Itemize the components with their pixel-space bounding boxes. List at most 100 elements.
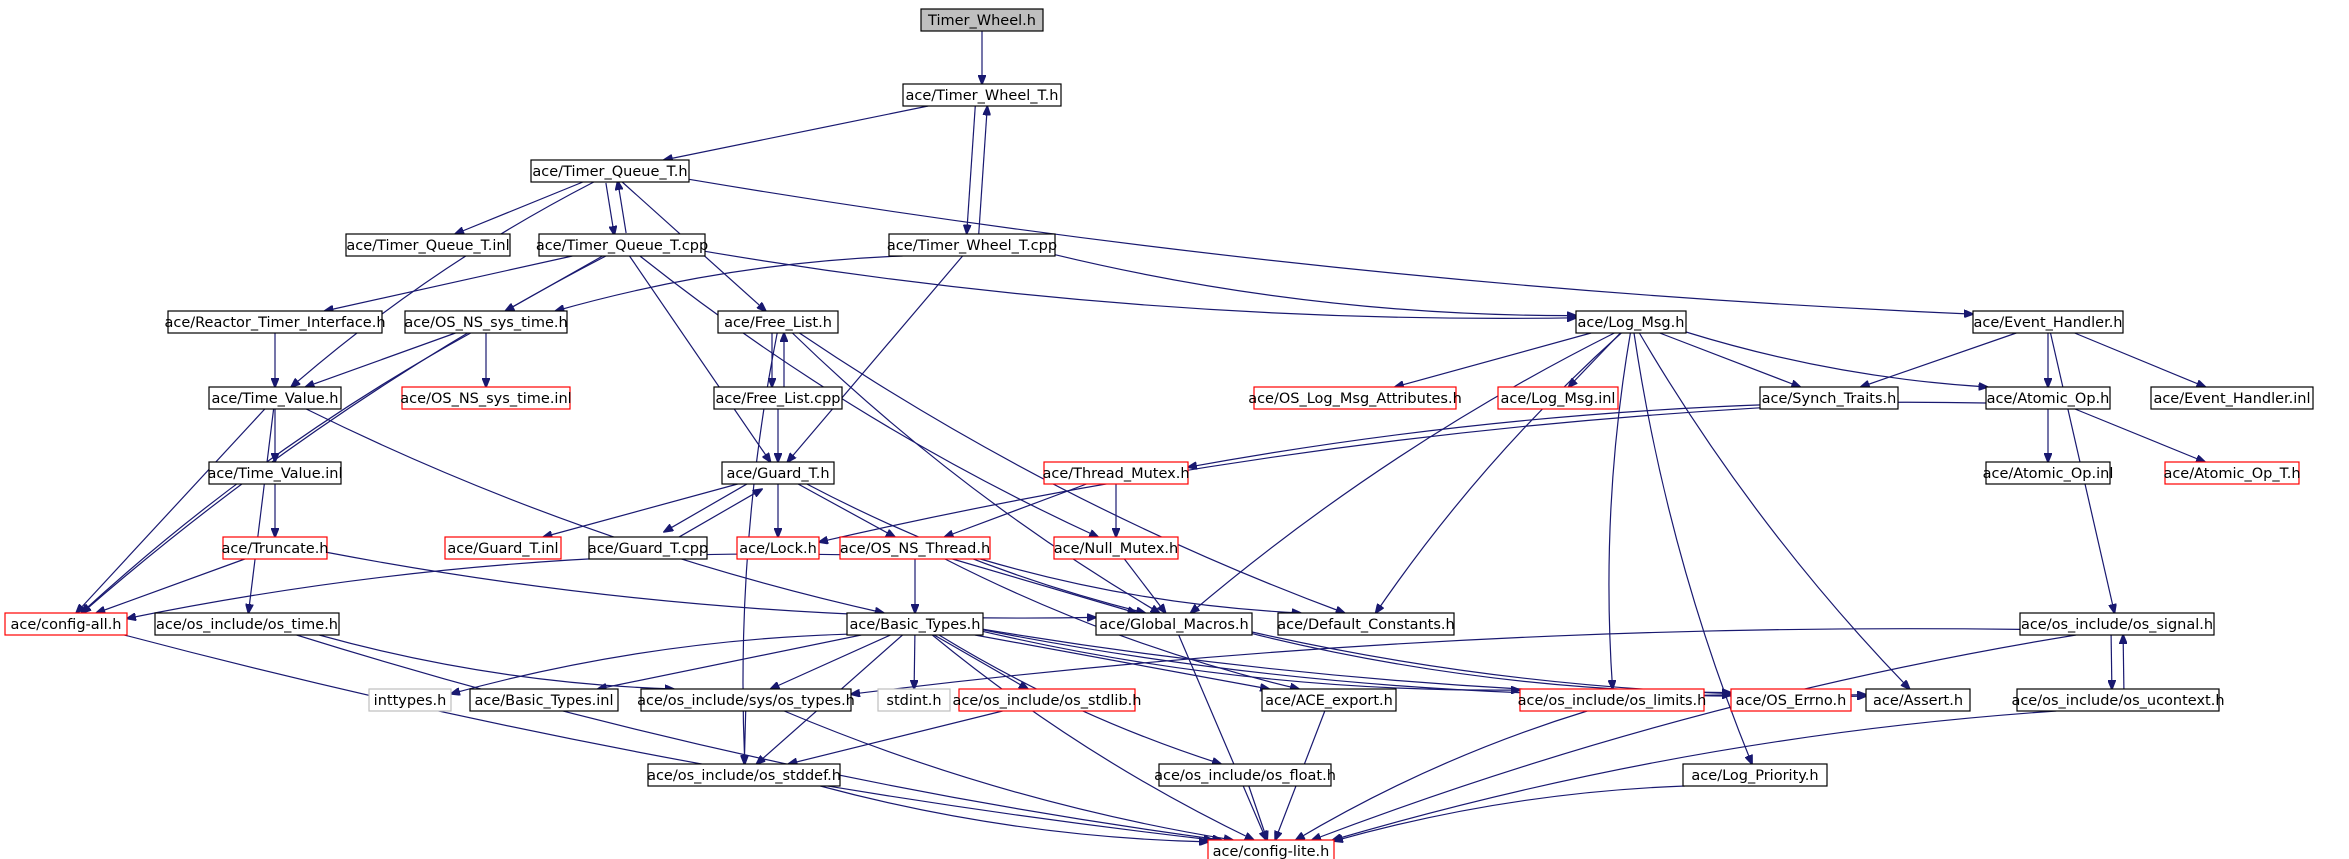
node-label: ace/Basic_Types.h	[850, 617, 981, 633]
edge-os_time_h-to-config_lite_h	[296, 634, 1222, 840]
node-atomic-op-h[interactable]: ace/Atomic_Op.h	[1985, 386, 2111, 410]
node-os-log-msg-attributes-h[interactable]: ace/OS_Log_Msg_Attributes.h	[1248, 386, 1462, 410]
node-label: ace/Timer_Queue_T.inl	[346, 238, 509, 254]
node-label: ace/os_include/os_float.h	[1154, 768, 1336, 784]
node-atomic-op-inl[interactable]: ace/Atomic_Op.inl	[1983, 461, 2114, 485]
node-os-stddef-h[interactable]: ace/os_include/os_stddef.h	[647, 763, 841, 787]
node-box	[877, 688, 951, 712]
node-free-list-h[interactable]: ace/Free_List.h	[717, 310, 839, 334]
node-box	[1095, 612, 1253, 636]
node-os-limits-h[interactable]: ace/os_include/os_limits.h	[1518, 688, 1707, 712]
node-reactor-timer-interface-h[interactable]: ace/Reactor_Timer_Interface.h	[164, 310, 386, 334]
node-config-all-h[interactable]: ace/config-all.h	[4, 612, 128, 636]
node-label: ace/Guard_T.inl	[447, 541, 558, 557]
node-event-handler-inl[interactable]: ace/Event_Handler.inl	[2150, 386, 2314, 410]
edge-timer_wheel_t_h-to-timer_wheel_t_cpp	[967, 105, 976, 234]
node-label: ace/OS_Log_Msg_Attributes.h	[1248, 391, 1462, 407]
node-box	[1682, 763, 1828, 787]
edge-os_ucontext_h-to-os_signal_h	[2123, 635, 2124, 689]
node-os-stdlib-h[interactable]: ace/os_include/os_stdlib.h	[953, 688, 1142, 712]
node-os-float-h[interactable]: ace/os_include/os_float.h	[1154, 763, 1336, 787]
node-timer-wheel-t-cpp[interactable]: ace/Timer_Wheel_T.cpp	[887, 233, 1057, 257]
node-lock-h[interactable]: ace/Lock.h	[736, 536, 820, 560]
edge-timer_wheel_t_cpp-to-timer_wheel_t_h	[978, 106, 988, 235]
node-os-ns-sys-time-h[interactable]: ace/OS_NS_sys_time.h	[404, 310, 568, 334]
node-null-mutex-h[interactable]: ace/Null_Mutex.h	[1053, 536, 1179, 560]
node-box	[640, 688, 852, 712]
edge-timer_queue_t_h-to-event_handler_h	[688, 178, 1973, 314]
node-synch-traits-h[interactable]: ace/Synch_Traits.h	[1759, 386, 1899, 410]
node-basic-types-inl[interactable]: ace/Basic_Types.inl	[469, 688, 619, 712]
node-box	[1253, 386, 1457, 410]
node-box	[154, 612, 340, 636]
edge-event_handler_h-to-synch_traits_h	[1861, 332, 2017, 387]
node-os-ucontext-h[interactable]: ace/os_include/os_ucontext.h	[2011, 688, 2225, 712]
edge-os_ns_thread_h-to-default_constants_h	[980, 558, 1300, 613]
edge-os_time_h-to-os_types_h	[319, 634, 674, 689]
node-log-priority-h[interactable]: ace/Log_Priority.h	[1682, 763, 1828, 787]
node-box	[1053, 536, 1179, 560]
node-log-msg-h[interactable]: ace/Log_Msg.h	[1575, 310, 1687, 334]
node-os-errno-h[interactable]: ace/OS_Errno.h	[1730, 688, 1852, 712]
edge-log_msg_h-to-os_limits_h	[1609, 332, 1631, 689]
edge-log_msg_h-to-os_log_msg_attributes_h	[1395, 332, 1592, 387]
node-timer-wheel-t-h[interactable]: ace/Timer_Wheel_T.h	[902, 83, 1062, 107]
node-basic-types-h[interactable]: ace/Basic_Types.h	[846, 612, 984, 636]
node-global-macros-h[interactable]: ace/Global_Macros.h	[1095, 612, 1253, 636]
edge-os_float_h-to-config_lite_h	[1248, 785, 1267, 840]
edge-os_signal_h-to-os_types_h	[851, 628, 2021, 695]
node-ace-export-h[interactable]: ace/ACE_export.h	[1261, 688, 1397, 712]
node-box	[1207, 839, 1335, 859]
node-guard-t-inl[interactable]: ace/Guard_T.inl	[444, 536, 562, 560]
node-box	[736, 536, 820, 560]
node-label: ace/Log_Priority.h	[1691, 768, 1818, 784]
node-box	[538, 233, 706, 257]
node-os-ns-sys-time-inl[interactable]: ace/OS_NS_sys_time.inl	[400, 386, 572, 410]
node-truncate-h[interactable]: ace/Truncate.h	[222, 536, 329, 560]
node-os-types-h[interactable]: ace/os_include/sys/os_types.h	[637, 688, 855, 712]
node-timer-queue-t-inl[interactable]: ace/Timer_Queue_T.inl	[345, 233, 511, 257]
node-log-msg-inl[interactable]: ace/Log_Msg.inl	[1497, 386, 1619, 410]
node-event-handler-h[interactable]: ace/Event_Handler.h	[1972, 310, 2124, 334]
edge-basic_types_h-to-assert_h	[982, 628, 1866, 696]
node-os-signal-h[interactable]: ace/os_include/os_signal.h	[2019, 612, 2215, 636]
node-assert-h[interactable]: ace/Assert.h	[1865, 688, 1971, 712]
node-free-list-cpp[interactable]: ace/Free_List.cpp	[713, 386, 843, 410]
node-inttypes-h[interactable]: inttypes.h	[368, 688, 452, 712]
edge-basic_types_h-to-stdint_h	[914, 634, 915, 689]
edge-timer_wheel_t_h-to-timer_queue_t_h	[664, 105, 929, 160]
node-box	[1277, 612, 1455, 636]
node-box	[1158, 763, 1332, 787]
node-label: ace/OS_NS_Thread.h	[840, 541, 990, 557]
edge-timer_wheel_t_cpp-to-os_ns_sys_time_h	[555, 255, 903, 311]
node-atomic-op-t-h[interactable]: ace/Atomic_Op_T.h	[2163, 461, 2301, 485]
node-thread-mutex-h[interactable]: ace/Thread_Mutex.h	[1042, 461, 1190, 485]
node-default-constants-h[interactable]: ace/Default_Constants.h	[1277, 612, 1455, 636]
edge-guard_t_h-to-guard_t_cpp	[664, 478, 757, 532]
node-label: ace/Time_Value.inl	[207, 466, 342, 482]
edge-timer_wheel_t_cpp-to-guard_t_h	[787, 255, 964, 462]
node-timer-queue-t-h[interactable]: ace/Timer_Queue_T.h	[530, 159, 690, 183]
node-label: ace/os_include/os_ucontext.h	[2011, 693, 2224, 709]
node-label: ace/OS_NS_sys_time.inl	[400, 391, 571, 407]
node-box	[345, 233, 511, 257]
edge-atomic_op_h-to-thread_mutex_h	[1188, 401, 1987, 467]
node-box	[2150, 386, 2314, 410]
node-os-time-h[interactable]: ace/os_include/os_time.h	[154, 612, 340, 636]
node-box	[647, 763, 841, 787]
edge-basic_types_h-to-inttypes_h	[451, 633, 848, 694]
node-box	[1985, 386, 2111, 410]
node-box	[1575, 310, 1687, 334]
edge-log_msg_h-to-atomic_op_h	[1685, 331, 1988, 387]
node-time-value-h[interactable]: ace/Time_Value.h	[208, 386, 342, 410]
node-guard-t-cpp[interactable]: ace/Guard_T.cpp	[588, 536, 708, 560]
node-timer-wheel-h[interactable]: Timer_Wheel.h	[920, 8, 1044, 32]
edge-os_ns_thread_h-to-global_macros_h	[952, 558, 1137, 613]
node-stdint-h[interactable]: stdint.h	[877, 688, 951, 712]
node-timer-queue-t-cpp[interactable]: ace/Timer_Queue_T.cpp	[536, 233, 708, 257]
node-time-value-inl[interactable]: ace/Time_Value.inl	[207, 461, 343, 485]
node-os-ns-thread-h[interactable]: ace/OS_NS_Thread.h	[839, 536, 991, 560]
node-label: ace/OS_NS_sys_time.h	[404, 315, 567, 331]
node-guard-t-h[interactable]: ace/Guard_T.h	[721, 461, 835, 485]
node-config-lite-h[interactable]: ace/config-lite.h	[1207, 839, 1335, 859]
